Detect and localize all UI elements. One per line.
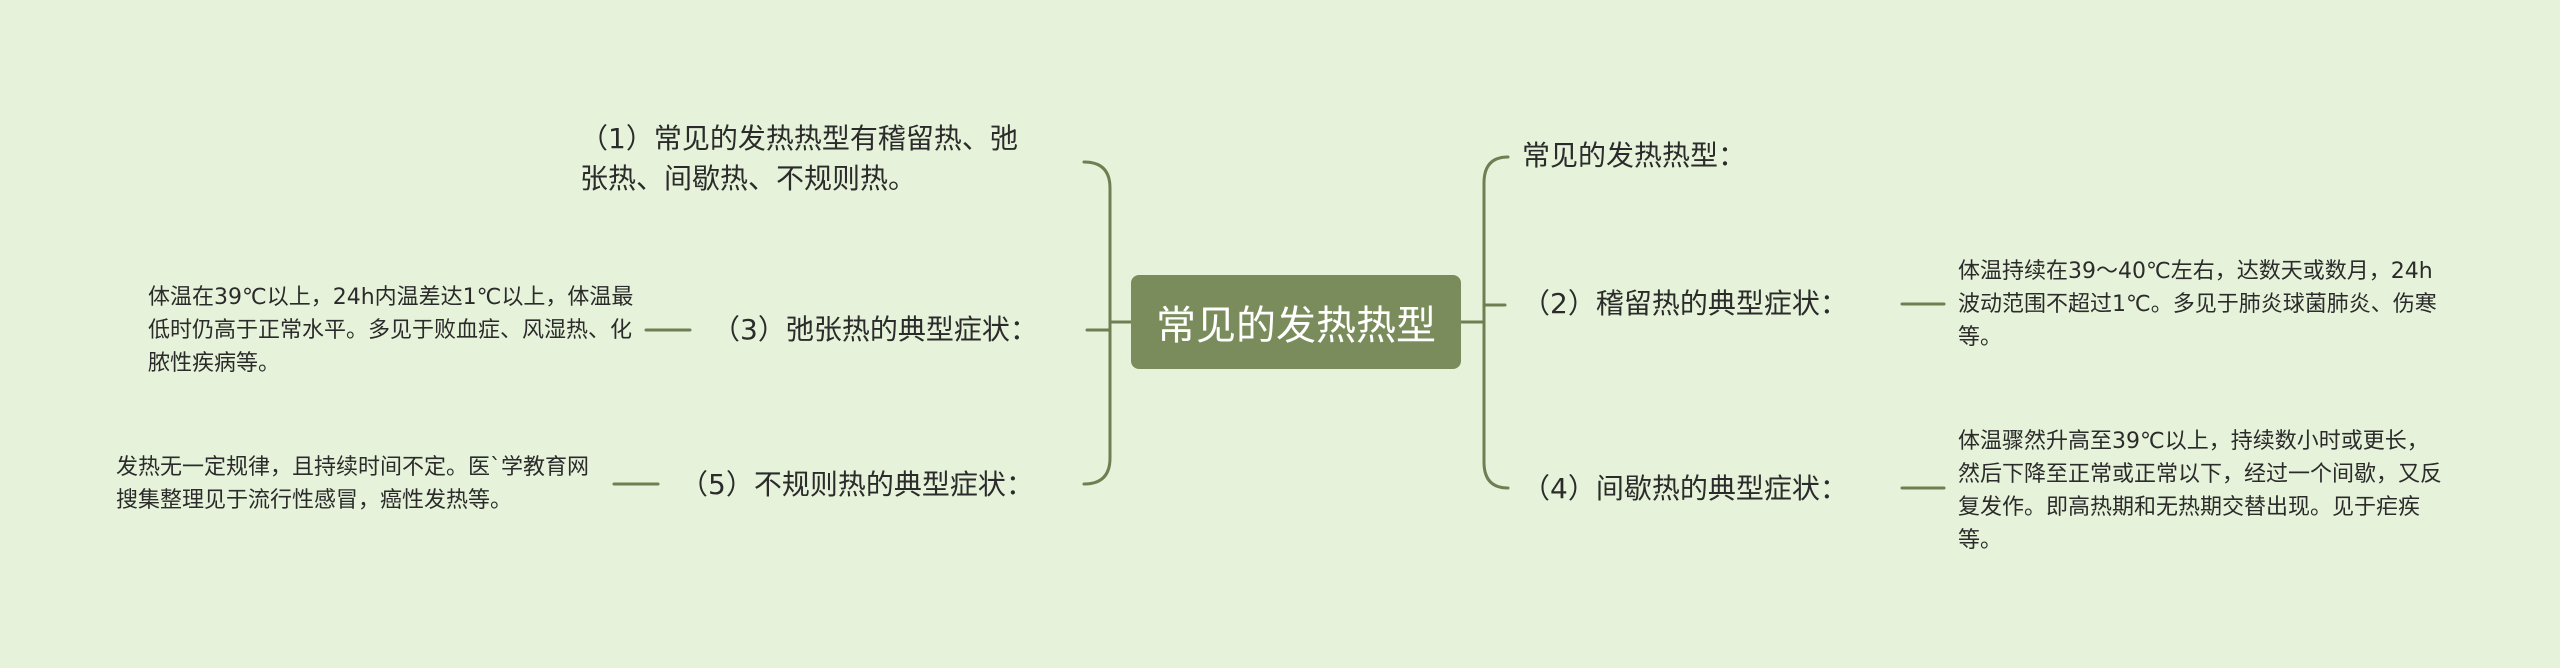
branch-node-3[interactable]: （3）弛张热的典型症状： <box>712 313 1038 346</box>
root-label: 常见的发热热型 <box>1156 303 1436 349</box>
leaf-node-5-detail: 发热无一定规律，且持续时间不定。医`学教育网搜集整理见于流行性感冒，癌性发热等。 <box>116 455 590 513</box>
branch-node-0-title[interactable]: 常见的发热热型： <box>1522 139 1747 172</box>
branch-node-2[interactable]: （2）稽留热的典型症状： <box>1522 287 1848 320</box>
root-node[interactable]: 常见的发热热型 <box>1131 275 1461 369</box>
leaf-node-3-detail: 体温在39℃以上，24h内温差达1℃以上，体温最低时仍高于正常水平。多见于败血症… <box>148 285 634 376</box>
leaf-node-2-detail: 体温持续在39～40℃左右，达数天或数月，24h波动范围不超过1℃。多见于肺炎球… <box>1958 259 2437 350</box>
branch-node-4[interactable]: （4）间歇热的典型症状： <box>1522 472 1848 505</box>
connector-left-spine <box>1082 160 1112 486</box>
leaf-node-4-detail: 体温骤然升高至39℃以上，持续数小时或更长，然后下降至正常或正常以下，经过一个间… <box>1958 429 2443 553</box>
branch-node-1[interactable]: （1）常见的发热热型有稽留热、弛张热、间歇热、不规则热。 <box>580 122 1018 195</box>
connector-right-spine <box>1482 155 1510 490</box>
branch-node-5[interactable]: （5）不规则热的典型症状： <box>680 468 1034 501</box>
